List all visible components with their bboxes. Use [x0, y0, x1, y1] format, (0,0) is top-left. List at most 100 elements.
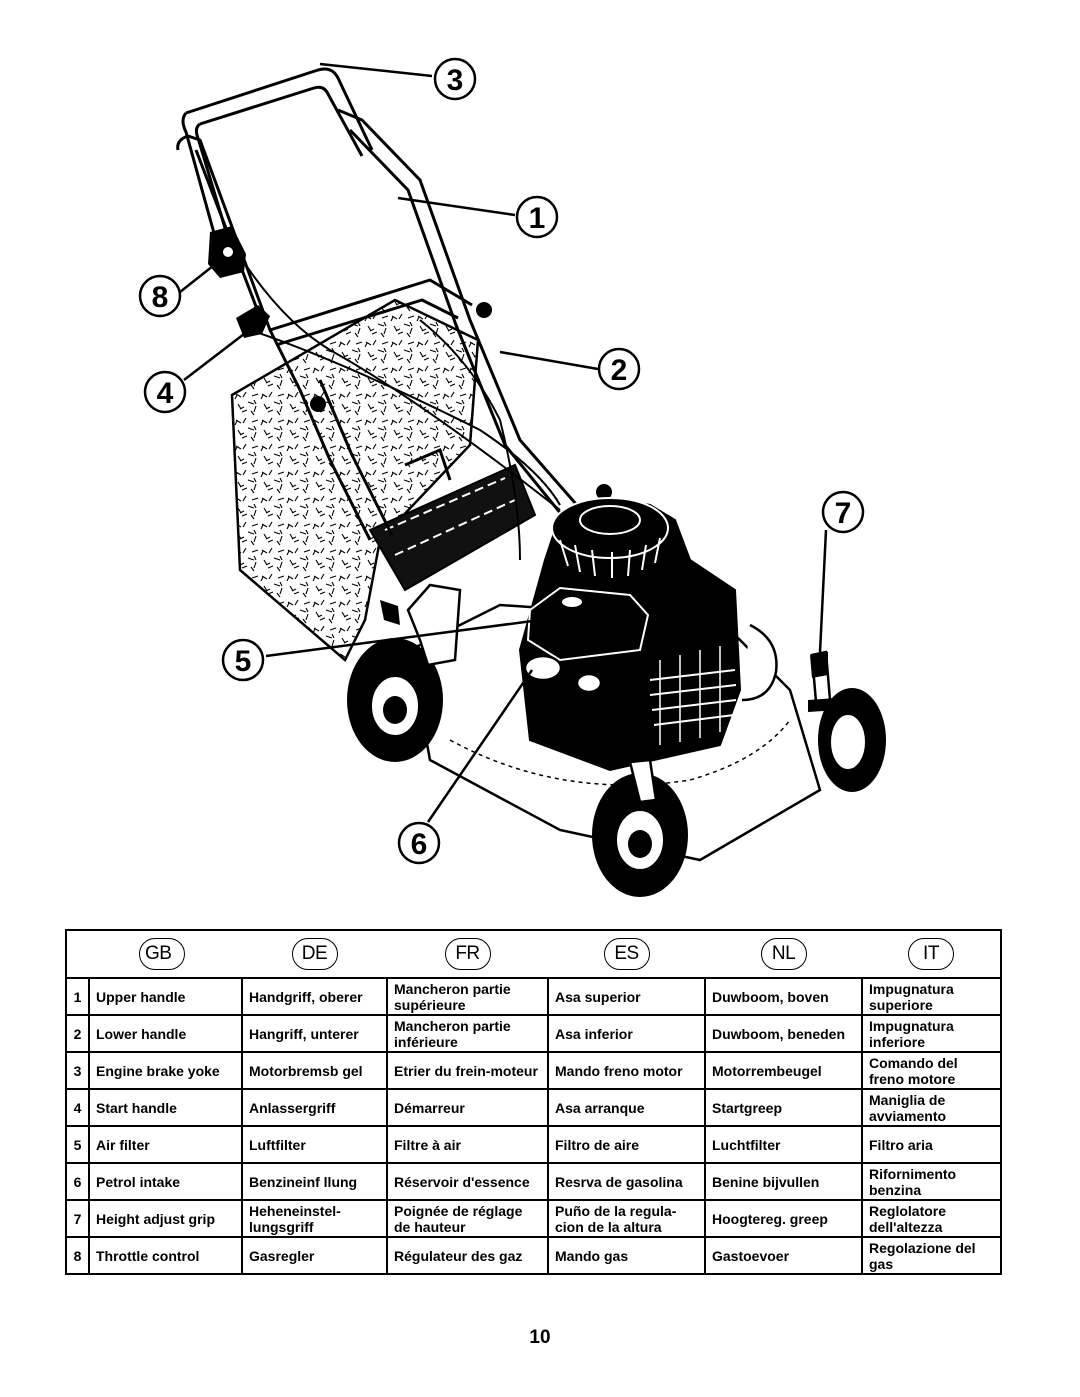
item-number: 3	[65, 1051, 90, 1090]
part-name-gb: Upper handle	[88, 977, 243, 1016]
part-name-nl: Gastoevoer	[704, 1236, 863, 1275]
handle-knob	[476, 302, 492, 318]
callout-6: 6	[397, 821, 441, 865]
svg-text:3: 3	[447, 64, 464, 97]
callout-leaders	[179, 62, 828, 823]
start-handle	[236, 305, 270, 338]
item-number: 7	[65, 1199, 90, 1238]
part-name-nl: Duwboom, boven	[704, 977, 863, 1016]
callout-5: 5	[221, 638, 265, 682]
part-name-nl: Luchtfilter	[704, 1125, 863, 1164]
part-name-gb: Petrol intake	[88, 1162, 243, 1201]
lang-header-it: IT	[862, 929, 1002, 979]
lang-header-de: DE	[242, 929, 387, 979]
part-name-fr: Mancheron partie inférieure	[386, 1014, 549, 1053]
part-name-gb: Lower handle	[88, 1014, 243, 1053]
part-name-es: Puño de la regula-cion de la altura	[547, 1199, 706, 1238]
part-name-fr: Etrier du frein-moteur	[386, 1051, 549, 1090]
part-name-de: Anlassergriff	[241, 1088, 388, 1127]
part-name-es: Mando freno motor	[547, 1051, 706, 1090]
callout-2: 2	[597, 347, 641, 391]
callout-1: 1	[515, 195, 559, 239]
part-name-de: Hangriff, unterer	[241, 1014, 388, 1053]
item-number: 6	[65, 1162, 90, 1201]
part-name-it: Reglolatore dell'altezza	[861, 1199, 1002, 1238]
callout-8: 8	[138, 274, 182, 318]
part-name-it: Regolazione del gas	[861, 1236, 1002, 1275]
part-name-es: Mando gas	[547, 1236, 706, 1275]
svg-text:8: 8	[152, 281, 169, 314]
part-name-it: Comando del freno motore	[861, 1051, 1002, 1090]
part-name-it: Rifornimento benzina	[861, 1162, 1002, 1201]
part-name-nl: Motorrembeugel	[704, 1051, 863, 1090]
part-name-nl: Startgreep	[704, 1088, 863, 1127]
language-badge: FR	[444, 938, 491, 970]
language-header-row: GB DE FR ES NL IT	[65, 929, 1002, 979]
grass-catcher	[230, 298, 537, 662]
part-name-gb: Throttle control	[88, 1236, 243, 1275]
part-name-nl: Hoogtereg. greep	[704, 1199, 863, 1238]
item-number: 8	[65, 1236, 90, 1275]
part-name-it: Impugnatura superiore	[861, 977, 1002, 1016]
item-number: 5	[65, 1125, 90, 1164]
height-adjust-grip	[628, 758, 658, 804]
item-number: 4	[65, 1088, 90, 1127]
page-number: 10	[529, 1327, 551, 1348]
language-badge: NL	[760, 938, 807, 970]
lang-header-es: ES	[548, 929, 705, 979]
engine	[518, 497, 778, 772]
svg-text:6: 6	[411, 828, 428, 861]
handle-knob	[596, 484, 612, 500]
callout-3: 3	[433, 57, 477, 101]
part-name-fr: Poignée de réglage de hauteur	[386, 1199, 549, 1238]
svg-text:2: 2	[611, 354, 628, 387]
part-name-gb: Air filter	[88, 1125, 243, 1164]
part-name-nl: Benine bijvullen	[704, 1162, 863, 1201]
part-name-fr: Filtre à air	[386, 1125, 549, 1164]
part-name-gb: Engine brake yoke	[88, 1051, 243, 1090]
language-badge: GB	[139, 938, 185, 970]
wheel	[818, 688, 886, 792]
language-badge: ES	[603, 938, 650, 970]
lang-header-fr: FR	[387, 929, 548, 979]
part-name-es: Filtro de aire	[547, 1125, 706, 1164]
part-name-fr: Réservoir d'essence	[386, 1162, 549, 1201]
part-name-it: Maniglia de avviamento	[861, 1088, 1002, 1127]
part-name-fr: Régulateur des gaz	[386, 1236, 549, 1275]
part-name-de: Handgriff, oberer	[241, 977, 388, 1016]
part-name-it: Filtro aria	[861, 1125, 1002, 1164]
part-name-es: Asa inferior	[547, 1014, 706, 1053]
svg-text:4: 4	[157, 377, 174, 410]
part-name-de: Motorbremsb gel	[241, 1051, 388, 1090]
item-number: 1	[65, 977, 90, 1016]
wheel	[592, 773, 688, 897]
svg-text:5: 5	[235, 645, 252, 678]
svg-text:7: 7	[835, 497, 852, 530]
handle-assembly	[176, 67, 592, 561]
part-name-es: Asa arranque	[547, 1088, 706, 1127]
part-name-de: Benzineinf llung	[241, 1162, 388, 1201]
handle-knob	[310, 396, 326, 412]
language-badge: IT	[908, 938, 954, 970]
part-name-it: Impugnatura inferiore	[861, 1014, 1002, 1053]
height-adjust-grip	[808, 650, 838, 712]
callout-7: 7	[821, 490, 865, 534]
part-name-de: Gasregler	[241, 1236, 388, 1275]
part-name-fr: Démarreur	[386, 1088, 549, 1127]
wheel	[347, 638, 443, 762]
part-name-es: Resrva de gasolina	[547, 1162, 706, 1201]
svg-text:1: 1	[529, 202, 546, 235]
language-badge: DE	[291, 938, 338, 970]
part-name-nl: Duwboom, beneden	[704, 1014, 863, 1053]
callout-4: 4	[143, 370, 187, 414]
lawn-mower-diagram: 1 2 3 4 5 6 7 8	[138, 57, 886, 897]
